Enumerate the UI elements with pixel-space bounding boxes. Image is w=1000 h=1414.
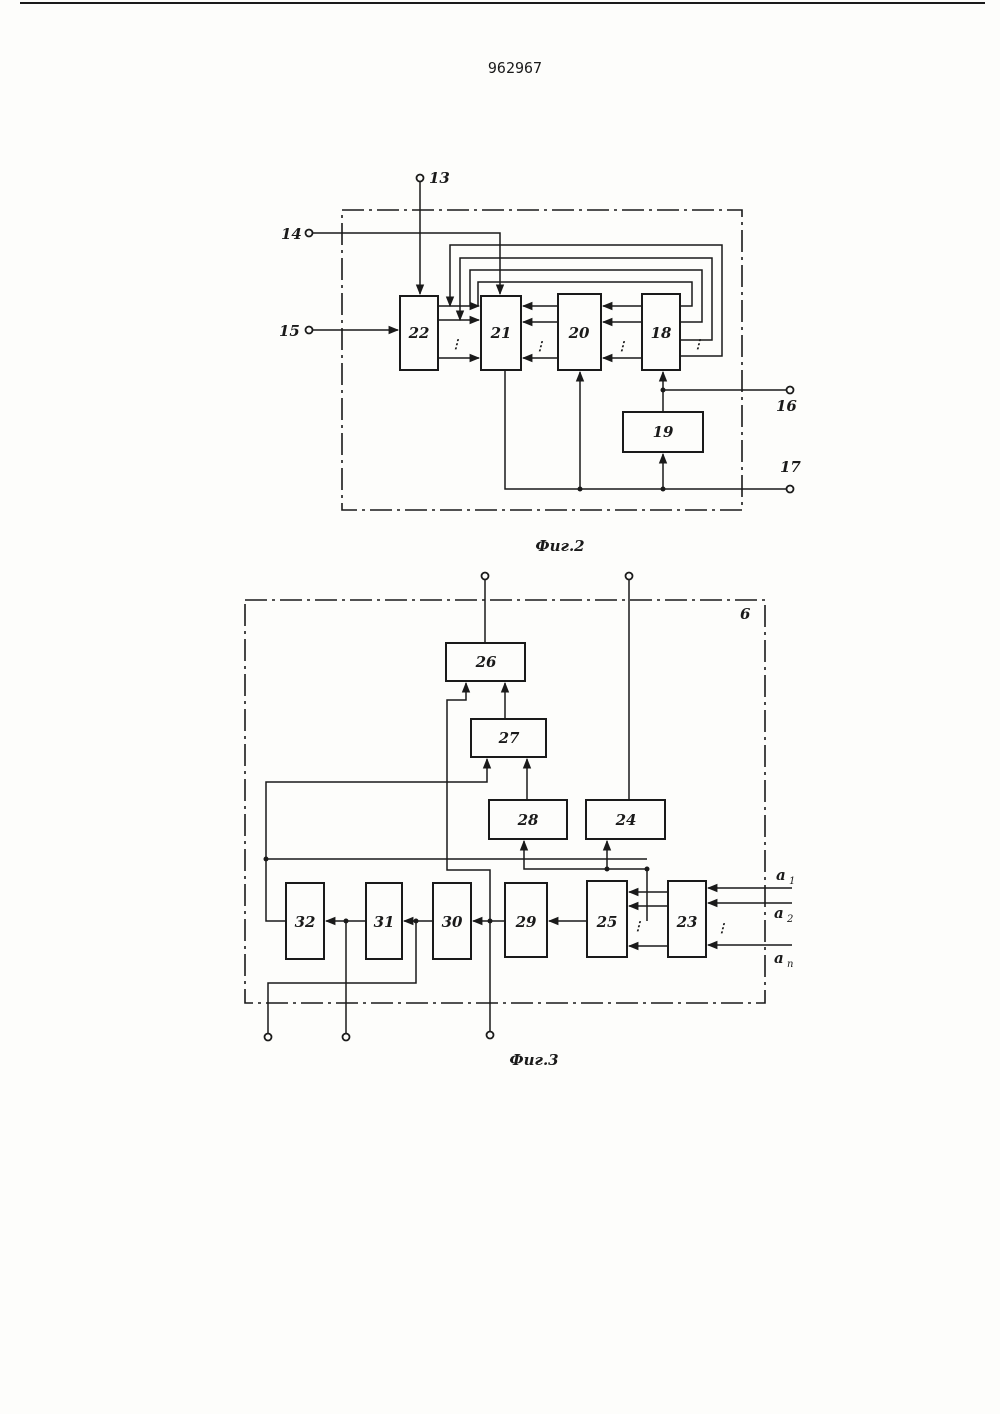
svg-text:a: a [776, 866, 786, 884]
fig3-caption: Фиг.3 [509, 1051, 558, 1069]
terminal-16-label: 16 [776, 397, 797, 415]
block-21-label: 21 [490, 324, 512, 342]
block-23-label: 23 [676, 913, 698, 931]
terminal-17 [787, 486, 794, 493]
svg-text:1: 1 [789, 876, 795, 887]
terminal-14-label: 14 [281, 225, 302, 243]
terminal-15-label: 15 [279, 322, 300, 340]
svg-text:⋮: ⋮ [716, 921, 728, 935]
block-32-label: 32 [295, 913, 316, 931]
fig3-bottom-terminal-3 [487, 1032, 494, 1039]
fig3-frame-label: 6 [740, 605, 751, 623]
patent-number: 962967 [488, 59, 542, 77]
terminal-15 [306, 327, 313, 334]
input-a1-label: a 1 [776, 866, 795, 887]
terminal-16 [787, 387, 794, 394]
terminal-13 [417, 175, 424, 182]
terminal-17-label: 17 [780, 458, 801, 476]
block-30-label: 30 [442, 913, 463, 931]
input-a2-label: a 2 [774, 904, 793, 925]
block-31-label: 31 [374, 913, 395, 931]
block-19-label: 19 [653, 423, 674, 441]
block-20-label: 20 [568, 324, 590, 342]
block-28-label: 28 [517, 811, 539, 829]
block-27-label: 27 [498, 729, 520, 747]
block-25-label: 25 [596, 913, 618, 931]
svg-text:n: n [787, 959, 793, 970]
block-18-label: 18 [651, 324, 672, 342]
svg-text:⋮: ⋮ [632, 919, 644, 933]
fig3-bottom-terminal-1 [265, 1034, 272, 1041]
svg-text:2: 2 [786, 914, 793, 925]
svg-text:a: a [774, 904, 784, 922]
fig3-bottom-terminal-2 [343, 1034, 350, 1041]
fig3-output-terminal-2 [626, 573, 633, 580]
svg-text:⋮: ⋮ [450, 337, 462, 351]
svg-text:⋮: ⋮ [616, 339, 628, 353]
svg-text:⋮: ⋮ [534, 339, 546, 353]
block-22-label: 22 [408, 324, 430, 342]
fig3-output-terminal-1 [482, 573, 489, 580]
svg-text:⋮: ⋮ [692, 337, 704, 351]
block-29-label: 29 [515, 913, 537, 931]
block-24-label: 24 [615, 811, 637, 829]
input-an-label: a n [774, 949, 793, 970]
svg-text:a: a [774, 949, 784, 967]
terminal-13-label: 13 [429, 169, 450, 187]
block-26-label: 26 [475, 653, 497, 671]
fig2-caption: Фиг.2 [535, 537, 584, 555]
terminal-14 [306, 230, 313, 237]
figure-2: 22 21 20 18 19 13 14 15 ⋮ ⋮ ⋮ [279, 169, 801, 555]
figure-3: 6 26 27 28 24 32 31 30 29 25 23 [245, 573, 795, 1070]
